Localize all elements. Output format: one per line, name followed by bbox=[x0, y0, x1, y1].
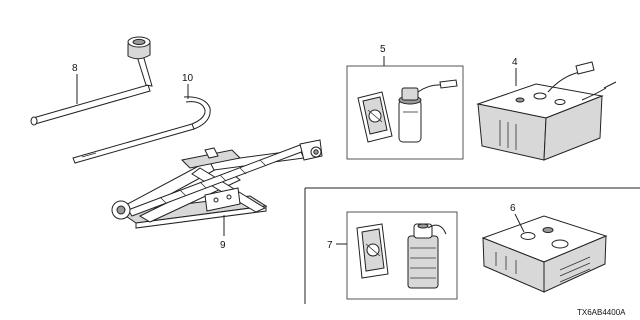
callout-9: 9 bbox=[220, 240, 226, 251]
jack-handle-rod bbox=[72, 96, 211, 164]
kit-box-5 bbox=[346, 65, 464, 160]
sealant-bottle-5 bbox=[398, 79, 458, 143]
sealant-canister-7 bbox=[407, 223, 447, 289]
kit-box-7 bbox=[346, 211, 458, 300]
leader-6 bbox=[514, 213, 525, 233]
wheel-nut-wrench bbox=[30, 36, 153, 126]
compressor-unit bbox=[481, 215, 608, 293]
callout-4: 4 bbox=[512, 57, 518, 68]
callout-8: 8 bbox=[72, 63, 78, 74]
scissor-jack bbox=[111, 139, 323, 229]
callout-6: 6 bbox=[510, 203, 516, 214]
callout-7: 7 bbox=[327, 240, 333, 251]
callout-10: 10 bbox=[182, 73, 194, 84]
diagram-code: TX6AB4400A bbox=[577, 308, 626, 317]
instruction-card-7 bbox=[356, 223, 389, 279]
instruction-card-5 bbox=[357, 91, 393, 143]
group-bracket bbox=[304, 187, 640, 304]
callout-5: 5 bbox=[380, 44, 386, 55]
air-compressor bbox=[476, 61, 617, 161]
